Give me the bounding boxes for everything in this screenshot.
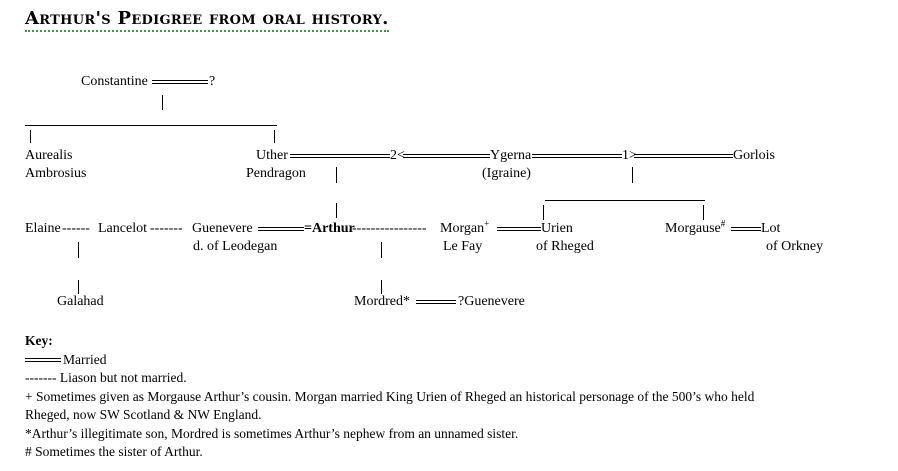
descent-line bbox=[381, 242, 382, 258]
descent-line bbox=[336, 167, 337, 183]
marriage-marker-2: 2< bbox=[390, 148, 405, 163]
married-line bbox=[290, 154, 390, 158]
descent-line bbox=[703, 205, 704, 220]
marriage-marker-1: 1> bbox=[622, 148, 637, 163]
key-married: Married bbox=[25, 351, 754, 370]
married-line bbox=[731, 227, 761, 231]
name-ambrosius: Ambrosius bbox=[25, 166, 87, 181]
morgan-subtitle: Le Fay bbox=[443, 239, 483, 254]
married-line bbox=[416, 300, 456, 304]
note-plus: + Sometimes given as Morgause Arthur’s c… bbox=[25, 388, 755, 404]
descent-line bbox=[381, 280, 382, 294]
name-arthur: =Arthur bbox=[304, 221, 355, 236]
note-mark: # bbox=[720, 218, 726, 229]
urien-subtitle: of Rheged bbox=[536, 239, 594, 254]
key-liaison-label: Liason but not married. bbox=[59, 370, 187, 385]
name-mordred: Mordred* bbox=[354, 294, 410, 309]
morgan-label: Morgan bbox=[440, 221, 485, 236]
name-aurealis: Aurealis bbox=[25, 148, 73, 163]
descent-line bbox=[162, 95, 163, 110]
name-gorlois: Gorlois bbox=[733, 148, 775, 163]
liaison-line: ------ bbox=[62, 221, 90, 236]
name-ygerna: Ygerna bbox=[490, 148, 532, 163]
name-constantine: Constantine bbox=[81, 74, 148, 89]
key-heading: Key: bbox=[25, 333, 53, 348]
guenevere-subtitle: d. of Leodegan bbox=[193, 239, 278, 254]
descent-line bbox=[543, 205, 544, 220]
name-morgan: Morgan+ bbox=[440, 218, 490, 237]
page-title: Arthur's Pedigree from oral history. bbox=[25, 8, 389, 32]
descent-line bbox=[274, 130, 275, 143]
note-hash: # Sometimes the sister of Arthur. bbox=[25, 444, 203, 459]
sibling-line bbox=[545, 200, 705, 201]
married-line bbox=[497, 227, 541, 231]
married-line bbox=[532, 154, 622, 158]
married-symbol bbox=[25, 358, 61, 363]
key-legend: Key: Married ------- Liason but not marr… bbox=[25, 332, 754, 462]
name-pendragon: Pendragon bbox=[246, 166, 306, 181]
descent-line bbox=[78, 280, 79, 294]
name-morgause: Morgause# bbox=[665, 218, 726, 237]
descent-line bbox=[632, 167, 633, 183]
liaison-line: ---------------- bbox=[352, 221, 427, 236]
morgause-label: Morgause bbox=[665, 221, 721, 236]
married-line bbox=[634, 154, 733, 158]
married-line bbox=[403, 154, 490, 158]
name-igraine: (Igraine) bbox=[482, 166, 531, 181]
lot-subtitle: of Orkney bbox=[766, 239, 824, 254]
key-married-label: Married bbox=[63, 351, 107, 367]
married-line bbox=[258, 227, 304, 231]
descent-line bbox=[30, 130, 31, 143]
name-lot: Lot bbox=[761, 221, 781, 236]
name-galahad: Galahad bbox=[57, 294, 104, 309]
name-lancelot: Lancelot bbox=[98, 221, 147, 236]
name-uther: Uther bbox=[256, 148, 288, 163]
note-star: *Arthur’s illegitimate son, Mordred is s… bbox=[25, 425, 519, 441]
name-guenevere: Guenevere bbox=[192, 221, 253, 236]
name-constantine-spouse: ? bbox=[209, 74, 216, 89]
descent-line bbox=[78, 242, 79, 258]
name-elaine: Elaine bbox=[25, 221, 61, 236]
name-mordred-spouse: ?Guenevere bbox=[458, 294, 525, 309]
liaison-line: ------- bbox=[150, 221, 183, 236]
key-liaison: ------- Liason but not married. bbox=[25, 369, 754, 388]
note-mark: + bbox=[484, 218, 490, 229]
arthur-label: Arthur bbox=[311, 221, 355, 236]
name-urien: Urien bbox=[541, 221, 573, 236]
liaison-symbol: ------- bbox=[25, 370, 57, 385]
sibling-line bbox=[25, 125, 277, 126]
descent-line bbox=[336, 203, 337, 218]
married-line bbox=[152, 80, 208, 84]
note-plus-cont: Rheged, now SW Scotland & NW England. bbox=[25, 407, 262, 422]
